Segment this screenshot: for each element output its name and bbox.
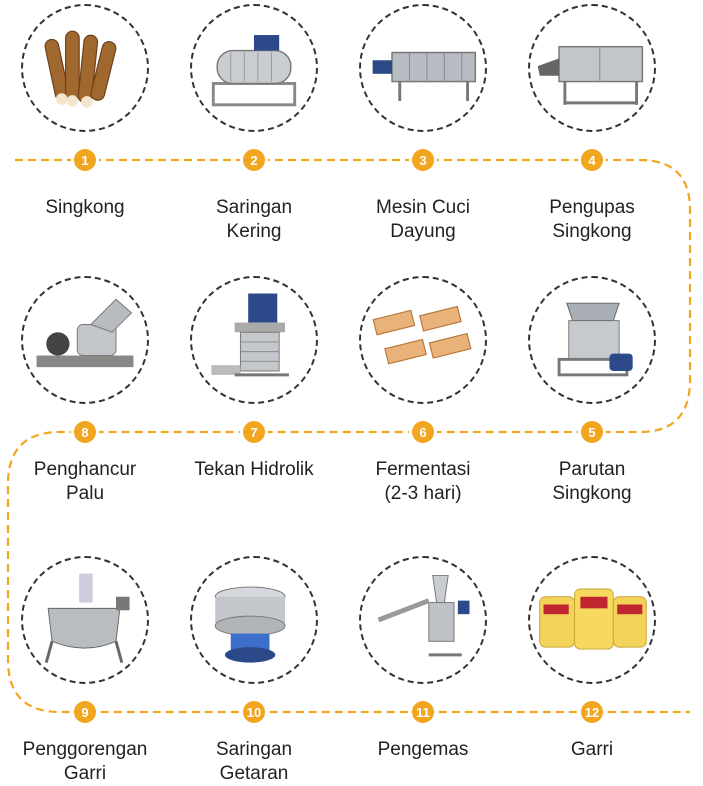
step-label: Saringan Kering xyxy=(215,197,293,242)
cassava-grater-icon xyxy=(557,302,633,377)
step-image xyxy=(190,556,318,684)
step-label: Parutan Singkong xyxy=(552,459,632,504)
step-label: Pengupas Singkong xyxy=(549,197,635,242)
step-image xyxy=(21,556,149,684)
step-label: Tekan Hidrolik xyxy=(194,459,314,480)
packing-machine-icon xyxy=(377,574,470,657)
step-label: Pengemas xyxy=(377,739,469,760)
step-image xyxy=(190,4,318,132)
cassava-roots-icon xyxy=(44,30,117,108)
step-image xyxy=(528,556,656,684)
step-image xyxy=(359,556,487,684)
step-label: Penghancur Palu xyxy=(33,459,137,504)
step-number-badge: 2 xyxy=(243,149,265,171)
step-number-badge: 8 xyxy=(74,421,96,443)
step-number-badge: 9 xyxy=(74,701,96,723)
step-image xyxy=(359,4,487,132)
cassava-peeler-icon xyxy=(537,45,644,105)
garri-frying-pan-icon xyxy=(44,573,130,664)
step-label: Fermentasi (2-3 hari) xyxy=(375,459,471,504)
step-label: Mesin Cuci Dayung xyxy=(376,197,470,242)
step-image xyxy=(359,276,487,404)
step-label: Garri xyxy=(570,739,614,760)
step-number-badge: 4 xyxy=(581,149,603,171)
step-number-badge: 10 xyxy=(243,701,265,723)
step-label: Saringan Getaran xyxy=(215,739,293,784)
step-number-badge: 11 xyxy=(412,701,434,723)
step-image xyxy=(21,4,149,132)
step-number-badge: 5 xyxy=(581,421,603,443)
step-image xyxy=(528,4,656,132)
fermentation-racks-icon xyxy=(372,305,472,365)
paddle-washing-machine-icon xyxy=(372,51,477,101)
hammer-mill-icon xyxy=(36,298,134,368)
dry-sieve-machine-icon xyxy=(211,35,297,107)
step-number-badge: 3 xyxy=(412,149,434,171)
step-number-badge: 12 xyxy=(581,701,603,723)
hydraulic-press-icon xyxy=(211,293,289,377)
step-image xyxy=(190,276,318,404)
step-number-badge: 6 xyxy=(412,421,434,443)
step-label: Penggorengan Garri xyxy=(22,739,148,784)
step-image xyxy=(21,276,149,404)
step-label: Singkong xyxy=(45,197,125,218)
vibrating-sieve-icon xyxy=(214,586,286,663)
step-image xyxy=(528,276,656,404)
garri-bags-icon xyxy=(539,588,647,650)
step-number-badge: 1 xyxy=(74,149,96,171)
step-number-badge: 7 xyxy=(243,421,265,443)
